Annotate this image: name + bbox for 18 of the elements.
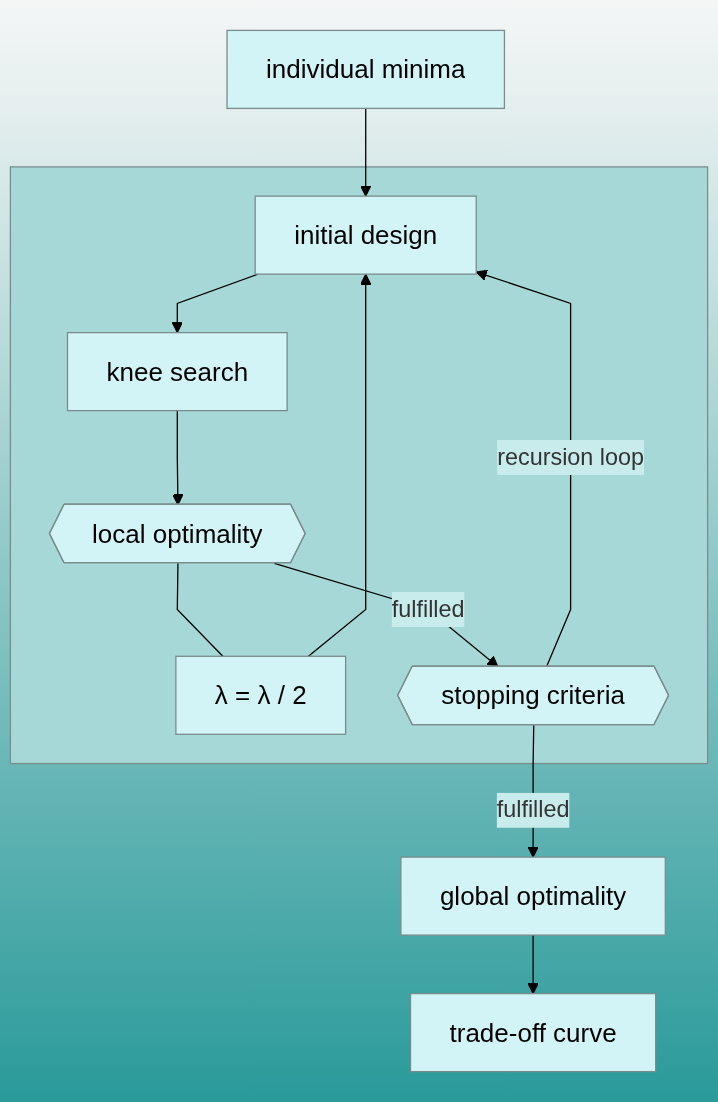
connector [176,562,224,657]
edge-label: fulfilled [496,796,570,823]
node-box: knee search [66,331,288,412]
cluster [9,166,709,765]
arrow [307,273,372,657]
node-box: initial design [254,195,477,275]
node-box: individual minima [226,29,506,110]
arrow [527,934,539,995]
arrow [273,562,499,668]
edge-label: fulfilled [391,595,465,622]
arrow [172,409,184,506]
node-box: trade-off curve [409,992,657,1073]
edge-label: recursion loop [497,443,645,470]
node-box: λ = λ / 2 [175,655,347,735]
arrow [475,269,572,668]
node-box: global optimality [400,856,666,936]
arrow [171,273,259,334]
arrow [360,107,372,197]
